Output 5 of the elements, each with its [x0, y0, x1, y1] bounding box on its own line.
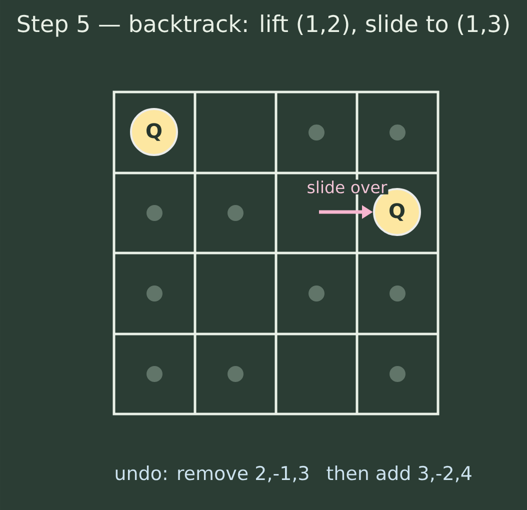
note: then add 3,-2,4 [326, 466, 472, 482]
queen-token: Q [130, 108, 178, 156]
edge-label: slide over [306, 180, 388, 194]
note: undo: remove 2,-1,3 [116, 466, 308, 482]
title: Step 5 — backtrack: lift (1,2), slide to (1,3) [18, 14, 509, 37]
